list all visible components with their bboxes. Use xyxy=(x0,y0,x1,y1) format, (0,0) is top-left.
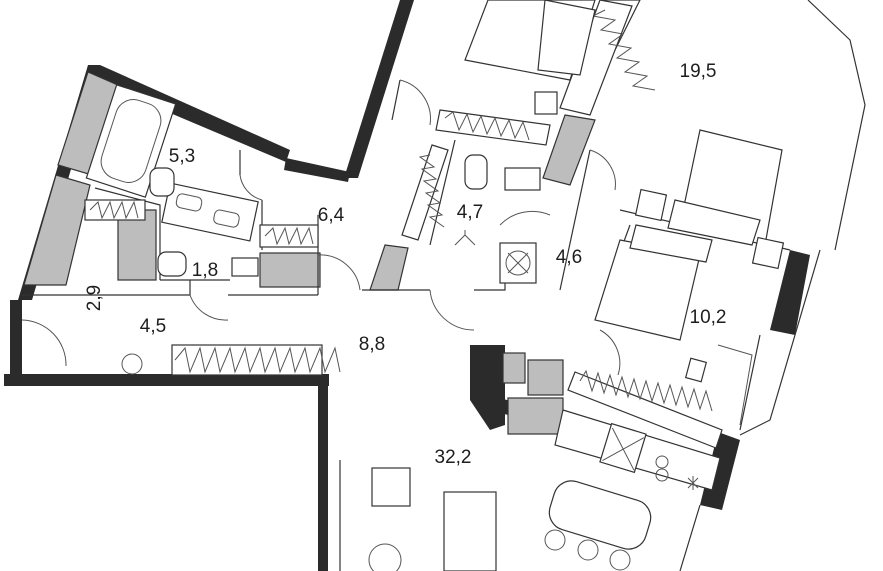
kitchen-living xyxy=(368,344,753,571)
room-area-storage: 2,9 xyxy=(84,284,105,312)
room-area-living-kitchen: 32,2 xyxy=(434,447,472,468)
room-area-bedroom-right: 10,2 xyxy=(689,307,727,328)
room-area-entrance: 4,5 xyxy=(139,316,167,337)
room-area-bathroom-center: 4,7 xyxy=(456,202,484,223)
room-area-hall-small: 6,4 xyxy=(317,205,345,226)
room-area-corridor-right: 4,6 xyxy=(555,247,583,268)
fixtures xyxy=(85,84,541,375)
room-area-bedroom-top: 19,5 xyxy=(679,61,717,82)
shafts xyxy=(23,71,596,435)
wardrobes xyxy=(84,0,723,449)
beds xyxy=(464,0,785,341)
doors xyxy=(21,79,621,376)
room-area-hall: 8,8 xyxy=(358,334,386,355)
room-area-wc: 1,8 xyxy=(191,260,219,281)
interior-lines xyxy=(22,0,866,571)
room-area-bathroom-left: 5,3 xyxy=(168,146,196,167)
